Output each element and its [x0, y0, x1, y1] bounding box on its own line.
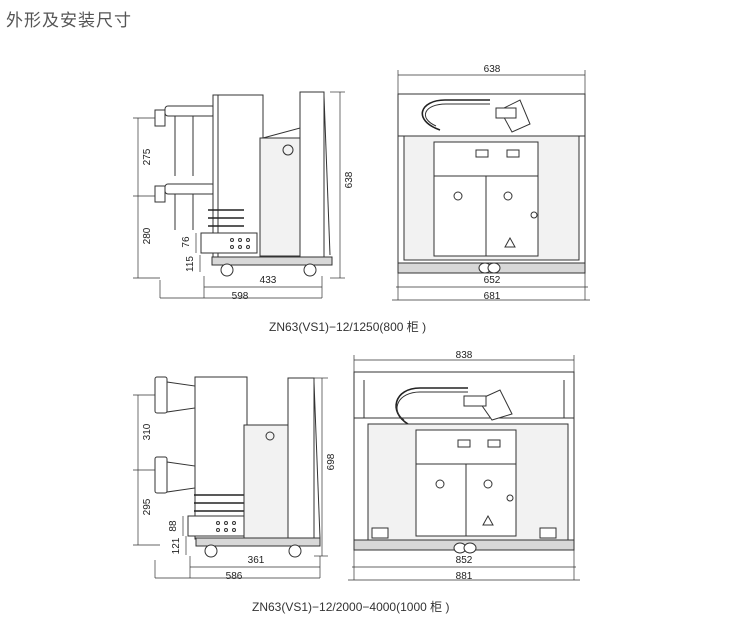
dim-681: 681	[484, 291, 501, 302]
dim-280: 280	[142, 227, 153, 244]
dim-586: 586	[226, 571, 243, 582]
dim-598: 598	[232, 291, 249, 302]
dim-433: 433	[260, 275, 277, 286]
dim-295: 295	[142, 498, 153, 515]
dim-361: 361	[248, 555, 265, 566]
side-view-1000: 310 295 88 121	[133, 376, 337, 582]
dim-88: 88	[168, 520, 179, 532]
front-view-1000: 838 852 881	[348, 350, 580, 582]
dim-275: 275	[142, 148, 153, 165]
dim-838: 838	[456, 350, 473, 361]
dim-638-side: 638	[344, 171, 355, 188]
dim-652: 652	[484, 275, 501, 286]
dim-115: 115	[185, 256, 196, 272]
dim-310: 310	[142, 423, 153, 440]
side-view-800: 275 280 76	[133, 91, 355, 302]
dim-881: 881	[456, 571, 473, 582]
caption-800: ZN63(VS1)−12/1250(800 柜 )	[269, 320, 427, 334]
dim-698: 698	[326, 453, 337, 470]
dim-852: 852	[456, 555, 473, 566]
dim-121: 121	[171, 537, 182, 554]
page-heading: 外形及安装尺寸	[6, 11, 132, 31]
front-view-800: 638 652 681	[392, 64, 590, 302]
dim-638-front: 638	[484, 64, 501, 75]
dim-76: 76	[181, 236, 192, 248]
caption-1000: ZN63(VS1)−12/2000−4000(1000 柜 )	[252, 600, 450, 614]
